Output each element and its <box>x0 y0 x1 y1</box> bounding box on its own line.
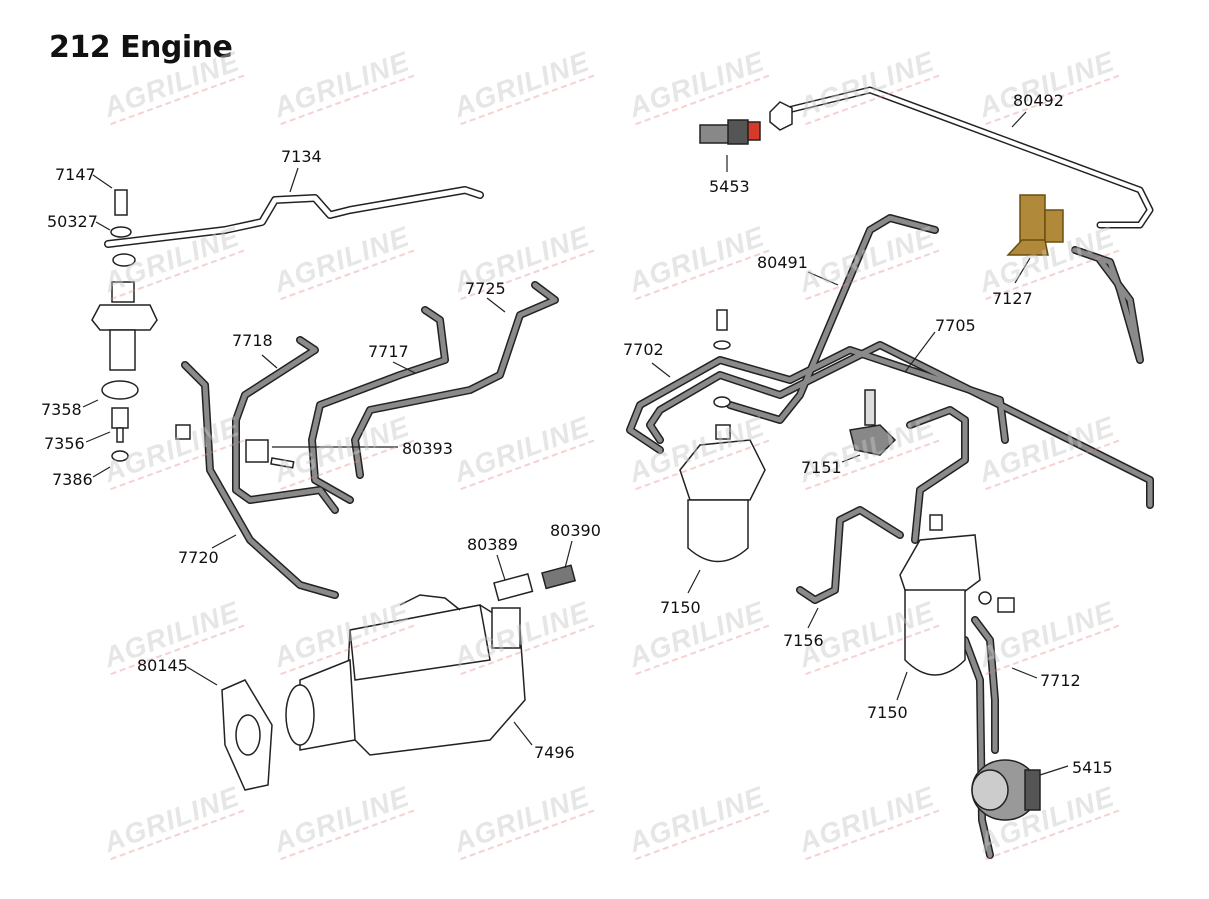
part-label-50327: 50327 <box>47 212 98 231</box>
sleeve-drawing <box>493 573 534 602</box>
part-label-7156: 7156 <box>783 631 824 650</box>
part-label-7134: 7134 <box>281 147 322 166</box>
part-label-5453: 5453 <box>709 177 750 196</box>
leader-lines <box>82 111 1069 776</box>
injector-body-drawing <box>111 281 135 303</box>
spring-drawing <box>541 564 577 590</box>
part-label-7150-right: 7150 <box>867 703 908 722</box>
fuel-tap-drawing <box>849 389 897 456</box>
part-label-7702: 7702 <box>623 340 664 359</box>
components <box>91 101 1064 821</box>
part-label-7386: 7386 <box>52 470 93 489</box>
thermostart-pipe-drawing <box>776 86 1154 229</box>
part-label-7150-left: 7150 <box>660 598 701 617</box>
part-label-80492: 80492 <box>1013 91 1064 110</box>
part-label-7712: 7712 <box>1040 671 1081 690</box>
washer-drawing <box>110 226 132 238</box>
part-label-7705: 7705 <box>935 316 976 335</box>
heater-plug-drawing <box>699 119 761 145</box>
part-label-80393: 80393 <box>402 439 453 458</box>
banjo-bolt-drawing <box>114 189 128 216</box>
part-label-7127: 7127 <box>992 289 1033 308</box>
fuel-filter-right-drawing <box>899 514 1015 676</box>
pipe-clamp-drawing <box>245 439 269 463</box>
part-label-7356: 7356 <box>44 434 85 453</box>
page-title: 212 Engine <box>49 30 233 65</box>
pipes <box>104 86 1154 859</box>
fuel-filter-left-drawing <box>679 309 766 563</box>
part-label-7725: 7725 <box>465 279 506 298</box>
lift-pump-drawing <box>971 759 1041 821</box>
part-label-7147: 7147 <box>55 165 96 184</box>
nozzle-drawing <box>111 407 129 429</box>
part-label-80145: 80145 <box>137 656 188 675</box>
part-label-80389: 80389 <box>467 535 518 554</box>
part-label-7717: 7717 <box>368 342 409 361</box>
thermostart-reservoir-drawing <box>1006 194 1064 256</box>
part-label-5415: 5415 <box>1072 758 1113 777</box>
part-label-7358: 7358 <box>41 400 82 419</box>
part-label-7720: 7720 <box>178 548 219 567</box>
part-label-80390: 80390 <box>550 521 601 540</box>
part-label-7496: 7496 <box>534 743 575 762</box>
part-label-7151: 7151 <box>801 458 842 477</box>
part-label-7718: 7718 <box>232 331 273 350</box>
pipe-nut-drawing <box>769 101 793 131</box>
injection-pump-drawing <box>285 594 526 756</box>
injector-seat-drawing <box>101 380 139 400</box>
part-label-80491: 80491 <box>757 253 808 272</box>
